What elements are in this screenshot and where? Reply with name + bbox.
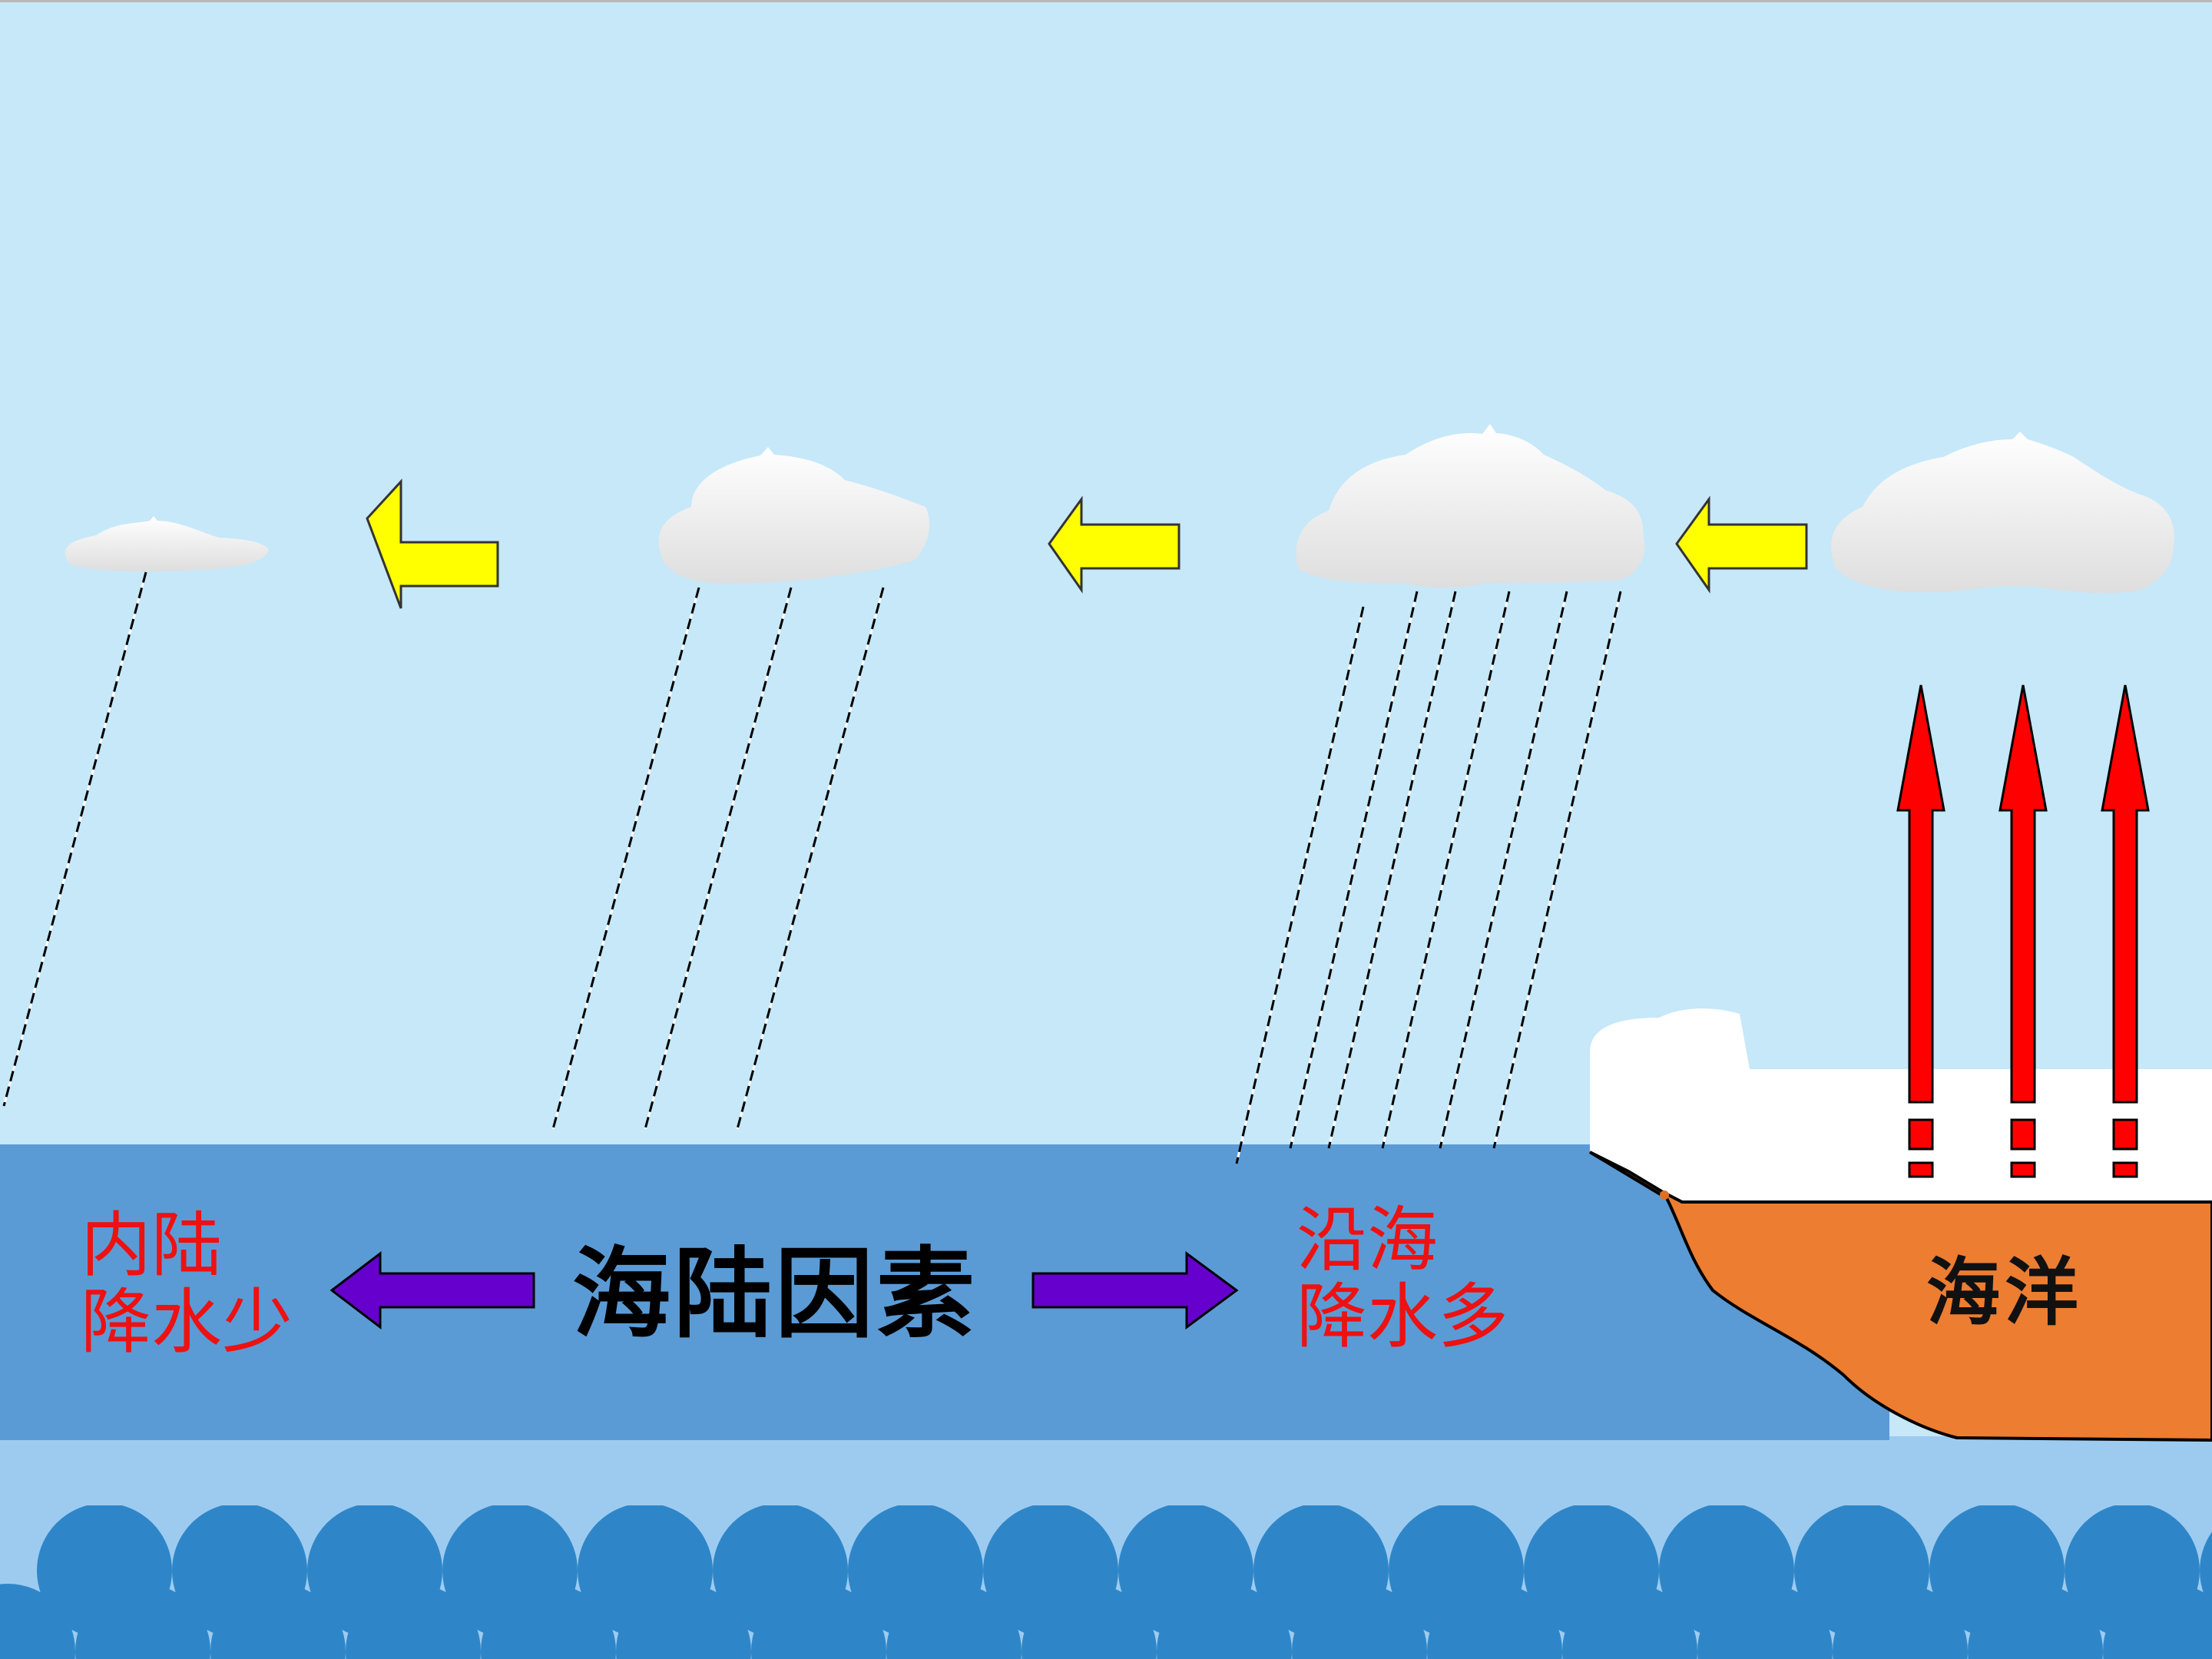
cloud-icon (65, 516, 269, 571)
dash-mark (2010, 1118, 2036, 1151)
left-arrow-icon (366, 478, 499, 609)
coastal-label: 沿海 降水多 (1296, 1202, 1508, 1356)
inland-line1: 内陆 (81, 1204, 223, 1286)
left-arrow-icon (1675, 495, 1808, 594)
cloud-icon (1831, 432, 2174, 594)
left-arrow-icon (1048, 495, 1181, 594)
dash-mark (2112, 1118, 2138, 1151)
left-arrow-icon (329, 1250, 535, 1330)
inland-label: 内陆 降水少 (81, 1207, 293, 1361)
up-arrow-icon (1896, 684, 1945, 1104)
rain-lines-highlight (2, 571, 1622, 1164)
coastal-line1: 沿海 (1296, 1199, 1439, 1281)
evaporation-arrows (1896, 684, 2150, 1178)
dash-mark (1908, 1161, 1934, 1178)
dash-mark (1908, 1118, 1934, 1151)
right-arrow-icon (1031, 1251, 1239, 1330)
ocean-block (1588, 1151, 2212, 1442)
cloud-icon (658, 447, 929, 584)
factor-label: 海陆因素 (572, 1237, 979, 1352)
up-arrow-icon (2101, 684, 2150, 1104)
waves (0, 1505, 2212, 1659)
top-border (0, 0, 2212, 2)
cloud-icon (1296, 424, 1645, 588)
coastal-line2: 降水多 (1296, 1276, 1509, 1358)
rain-lines (2, 571, 1622, 1164)
ocean-label: 海洋 (1926, 1249, 2083, 1336)
dash-mark (2010, 1161, 2036, 1178)
coastal-land (1590, 1008, 2212, 1202)
land-band (0, 1144, 1889, 1440)
dash-mark (2112, 1161, 2138, 1178)
up-arrow-icon (1998, 684, 2048, 1104)
inland-line2: 降水少 (81, 1281, 293, 1363)
coast-dot (1660, 1190, 1669, 1200)
